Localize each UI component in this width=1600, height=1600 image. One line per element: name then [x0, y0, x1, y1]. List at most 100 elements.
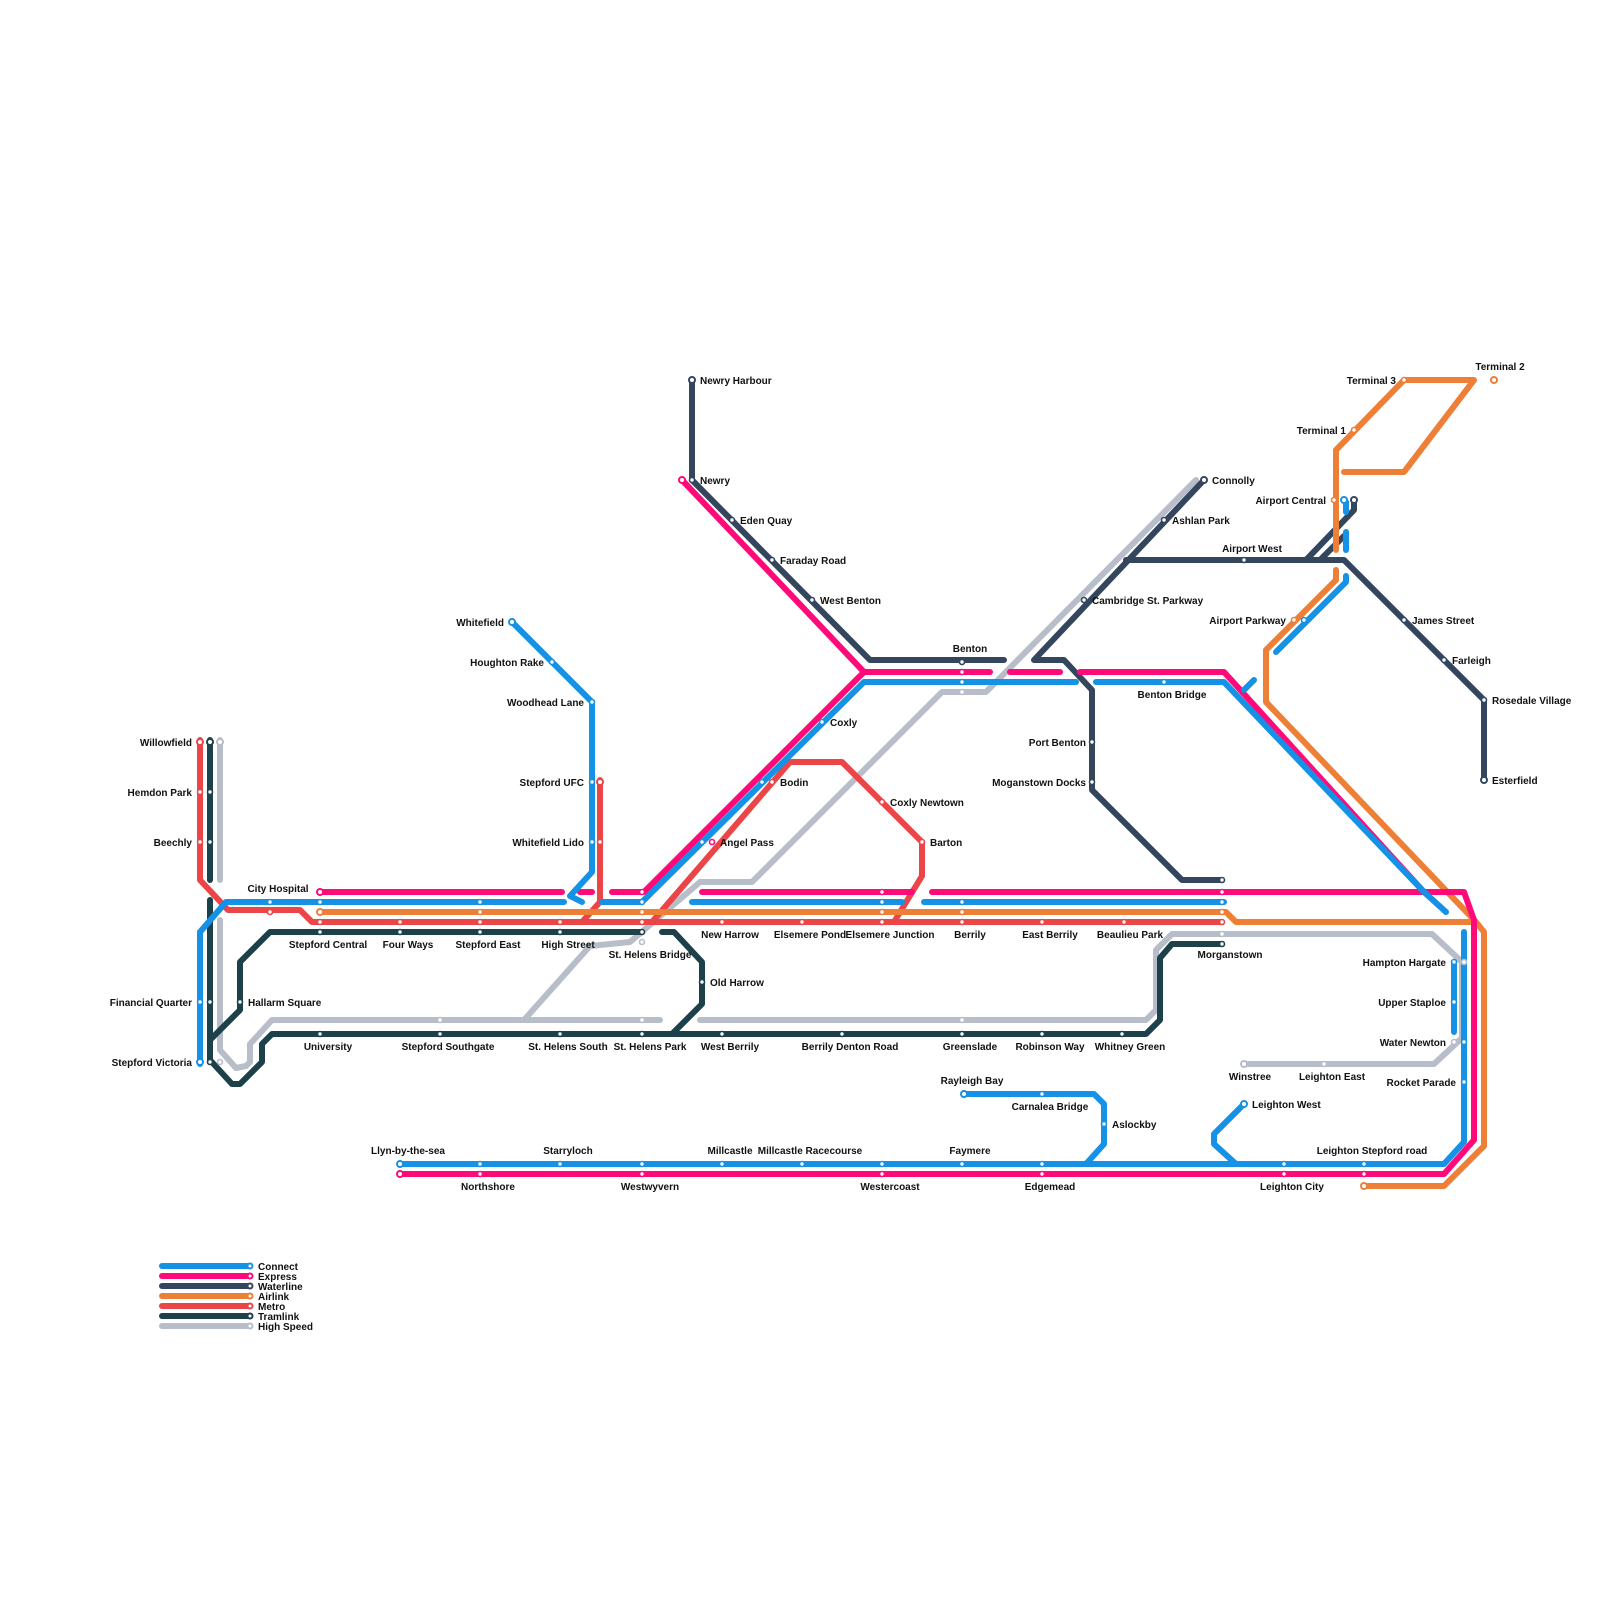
- stop-morganstown-hs[interactable]: [1218, 930, 1226, 938]
- stop-berrily[interactable]: [958, 918, 966, 926]
- stop-stepford-east-tram[interactable]: [476, 928, 484, 936]
- stop-st-helens-bridge-express[interactable]: [638, 888, 646, 896]
- stop-angel-pass[interactable]: [698, 838, 706, 846]
- stop-airport-central-connect[interactable]: [1340, 496, 1348, 504]
- stop-terminal-2[interactable]: [1490, 376, 1498, 384]
- stop-rosedale-village[interactable]: [1480, 696, 1488, 704]
- stop-greenslade[interactable]: [958, 1030, 966, 1038]
- stop-city-hospital[interactable]: [266, 898, 274, 906]
- stop-benton-bridge[interactable]: [1160, 678, 1168, 686]
- stop-stepford-central[interactable]: [316, 918, 324, 926]
- stop-stepford-southgate-hs[interactable]: [436, 1016, 444, 1024]
- stop-coxly[interactable]: [818, 718, 826, 726]
- stop-westercoast-connect[interactable]: [878, 1160, 886, 1168]
- stop-st-helens-bridge-metro[interactable]: [638, 918, 646, 926]
- stop-winstree[interactable]: [1240, 1060, 1248, 1068]
- stop-james-street[interactable]: [1400, 616, 1408, 624]
- stop-port-benton[interactable]: [1088, 738, 1096, 746]
- stop-llyn-by-the-sea-express[interactable]: [396, 1170, 404, 1178]
- stop-starryloch[interactable]: [556, 1160, 564, 1168]
- stop-farleigh[interactable]: [1440, 656, 1448, 664]
- stop-coxly-newtown[interactable]: [878, 798, 886, 806]
- stop-university[interactable]: [316, 1030, 324, 1038]
- stop-airport-parkway[interactable]: [1290, 616, 1298, 624]
- stop-newry-express[interactable]: [678, 476, 686, 484]
- stop-west-berrily[interactable]: [718, 1030, 726, 1038]
- stop-angel-pass-express[interactable]: [708, 838, 716, 846]
- stop-bodin[interactable]: [758, 778, 766, 786]
- stop-moganstown-docks[interactable]: [1088, 778, 1096, 786]
- stop-hampton-hargate-hs[interactable]: [1460, 958, 1468, 966]
- stop-east-berrily[interactable]: [1038, 918, 1046, 926]
- stop-st-helens-bridge[interactable]: [638, 938, 646, 946]
- stop-elsemere-junction[interactable]: [878, 918, 886, 926]
- stop-westwyvern[interactable]: [638, 1170, 646, 1178]
- stop-houghton-rake[interactable]: [548, 658, 556, 666]
- stop-stepford-southgate[interactable]: [436, 1030, 444, 1038]
- stop-terminal-3[interactable]: [1400, 376, 1408, 384]
- stop-elsemere-pond[interactable]: [798, 918, 806, 926]
- stop-elsemere-junction-connect[interactable]: [878, 898, 886, 906]
- stop-st-helens-bridge-airlink[interactable]: [638, 908, 646, 916]
- stop-benton-express[interactable]: [958, 668, 966, 676]
- stop-st-helens-park-hs[interactable]: [638, 1016, 646, 1024]
- stop-aslockby[interactable]: [1100, 1120, 1108, 1128]
- stop-leighton-stepford-road-express[interactable]: [1360, 1170, 1368, 1178]
- stop-whitefield-lido-metro[interactable]: [596, 838, 604, 846]
- stop-elsemere-junction-airlink[interactable]: [878, 908, 886, 916]
- stop-leighton-west[interactable]: [1240, 1100, 1248, 1108]
- stop-hemdon-park[interactable]: [196, 788, 204, 796]
- stop-carnalea-bridge[interactable]: [1038, 1090, 1046, 1098]
- stop-esterfield[interactable]: [1480, 776, 1488, 784]
- stop-stepford-victoria-hs[interactable]: [216, 1058, 224, 1066]
- stop-westercoast[interactable]: [878, 1170, 886, 1178]
- stop-whitefield-lido[interactable]: [588, 838, 596, 846]
- stop-cambridge-st-parkway[interactable]: [1080, 596, 1088, 604]
- stop-rayleigh-bay[interactable]: [960, 1090, 968, 1098]
- stop-greenslade-hs[interactable]: [958, 1016, 966, 1024]
- stop-newry-harbour[interactable]: [688, 376, 696, 384]
- stop-newry[interactable]: [688, 476, 696, 484]
- stop-upper-staploe[interactable]: [1450, 998, 1458, 1006]
- stop-morganstown-connect[interactable]: [1218, 898, 1226, 906]
- stop-leighton-city-connect[interactable]: [1280, 1160, 1288, 1168]
- stop-whitney-green[interactable]: [1118, 1030, 1126, 1038]
- stop-old-harrow[interactable]: [698, 978, 706, 986]
- stop-robinson-way[interactable]: [1038, 1030, 1046, 1038]
- stop-stepford-east[interactable]: [476, 918, 484, 926]
- stop-elsemere-junction-express[interactable]: [878, 888, 886, 896]
- stop-willowfield-hs[interactable]: [216, 738, 224, 746]
- stop-northshore[interactable]: [476, 1170, 484, 1178]
- stop-leighton-stepford-road[interactable]: [1360, 1160, 1368, 1168]
- stop-llyn-by-the-sea[interactable]: [396, 1160, 404, 1168]
- stop-benton-highspeed[interactable]: [958, 688, 966, 696]
- stop-terminal-1[interactable]: [1350, 426, 1358, 434]
- stop-woodhead-lane[interactable]: [588, 698, 596, 706]
- stop-morganstown-waterline[interactable]: [1218, 876, 1226, 884]
- stop-four-ways[interactable]: [396, 918, 404, 926]
- stop-whitefield[interactable]: [508, 618, 516, 626]
- stop-stepford-victoria-tram[interactable]: [206, 1058, 214, 1066]
- stop-st-helens-south[interactable]: [556, 1030, 564, 1038]
- stop-water-newton[interactable]: [1460, 1038, 1468, 1046]
- stop-airport-west[interactable]: [1240, 556, 1248, 564]
- stop-bodin-metro[interactable]: [768, 778, 776, 786]
- stop-westwyvern-connect[interactable]: [638, 1160, 646, 1168]
- stop-morganstown-metro[interactable]: [1218, 918, 1226, 926]
- stop-berrily-denton-road[interactable]: [838, 1030, 846, 1038]
- stop-hallarm-square[interactable]: [236, 998, 244, 1006]
- stop-high-street[interactable]: [556, 918, 564, 926]
- stop-hampton-hargate[interactable]: [1450, 958, 1458, 966]
- stop-northshore-connect[interactable]: [476, 1160, 484, 1168]
- stop-stepford-central-express[interactable]: [316, 888, 324, 896]
- stop-four-ways-tram[interactable]: [396, 928, 404, 936]
- stop-stepford-victoria[interactable]: [196, 1058, 204, 1066]
- stop-stepford-east-airlink[interactable]: [476, 908, 484, 916]
- stop-morganstown-express[interactable]: [1218, 888, 1226, 896]
- stop-faymere[interactable]: [958, 1160, 966, 1168]
- stop-berrily-connect[interactable]: [958, 898, 966, 906]
- stop-berrily-airlink[interactable]: [958, 908, 966, 916]
- stop-ashlan-park[interactable]: [1160, 516, 1168, 524]
- stop-stepford-central-connect[interactable]: [316, 898, 324, 906]
- stop-edgemead[interactable]: [1038, 1170, 1046, 1178]
